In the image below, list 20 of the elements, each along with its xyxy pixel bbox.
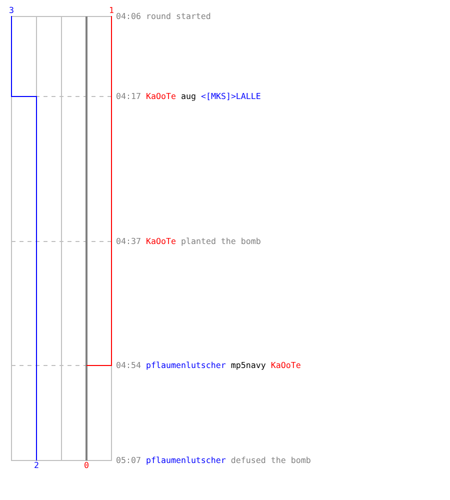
player-name: <[MKS]>LALLE — [200, 91, 261, 101]
count-label: 0 — [84, 460, 89, 470]
player-name: KaOoTe — [146, 236, 176, 246]
count-label: 1 — [109, 5, 114, 15]
time-label: 04:17 — [116, 91, 141, 101]
player-name: KaOoTe — [270, 360, 301, 370]
time-label: 05:07 — [116, 455, 141, 465]
event-text: round started — [146, 11, 211, 21]
event-text: defused the bomb — [230, 455, 311, 465]
time-label: 04:06 — [116, 11, 141, 21]
count-label: 2 — [34, 460, 39, 470]
player-name: pflaumenlutscher — [146, 455, 226, 465]
event-text: planted the bomb — [180, 236, 261, 246]
player-name: KaOoTe — [146, 91, 176, 101]
time-label: 04:54 — [116, 360, 141, 370]
weapon-name: aug — [180, 91, 196, 101]
weapon-name: mp5navy — [230, 360, 266, 370]
time-label: 04:37 — [116, 236, 141, 246]
player-name: pflaumenlutscher — [146, 360, 226, 370]
count-label: 3 — [9, 5, 14, 15]
